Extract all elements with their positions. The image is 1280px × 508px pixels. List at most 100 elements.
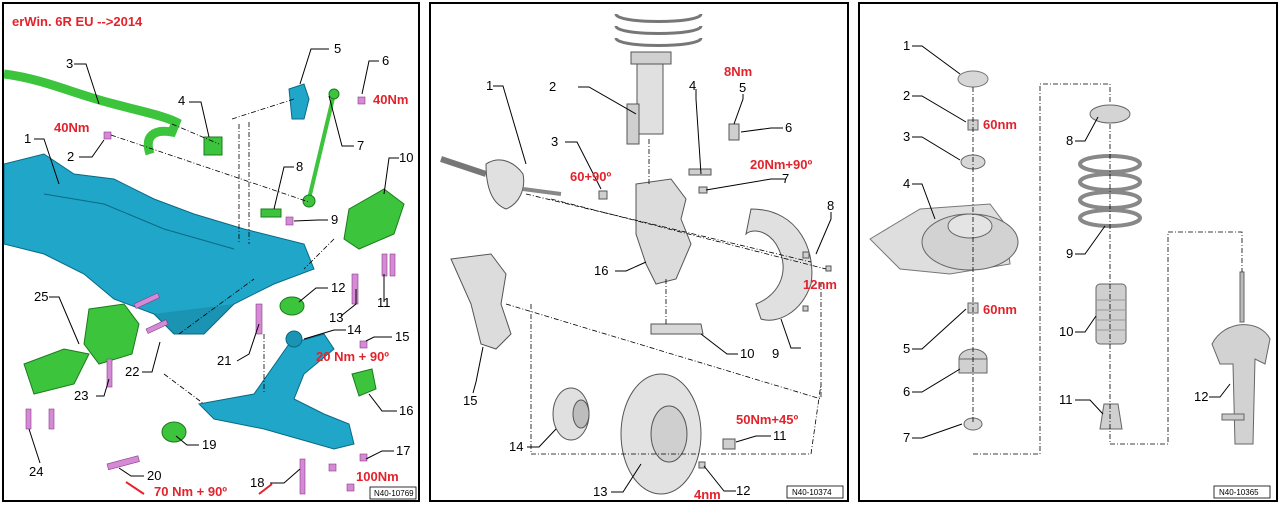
svg-text:17: 17 <box>396 443 410 458</box>
torque-label: 4nm <box>694 487 721 502</box>
svg-text:11: 11 <box>773 428 787 443</box>
bush-12 <box>279 296 305 316</box>
buffer <box>1099 403 1123 430</box>
svg-text:13: 13 <box>593 484 607 499</box>
torque-label: 12nm <box>803 277 837 292</box>
svg-text:23: 23 <box>74 388 88 403</box>
svg-text:9: 9 <box>331 212 338 227</box>
shock-absorber <box>1211 271 1271 445</box>
protective-cap <box>957 70 989 88</box>
panel-wheel-bearing-housing: 1 2 3 4 5 6 7 8 9 10 11 12 13 14 15 16 8… <box>429 2 849 502</box>
pendulum-support <box>83 303 140 365</box>
svg-text:4: 4 <box>178 93 185 108</box>
svg-text:1: 1 <box>903 38 910 53</box>
svg-text:2: 2 <box>549 79 556 94</box>
wheel-bearing-housing-alt <box>450 253 512 350</box>
svg-text:5: 5 <box>334 41 341 56</box>
torque-label: 60+90º <box>570 169 612 184</box>
torque-label: 20Nm+90º <box>750 157 812 172</box>
bracket <box>343 188 405 250</box>
torque-label: 70 Nm + 90º <box>154 484 227 499</box>
svg-text:9: 9 <box>772 346 779 361</box>
svg-text:18: 18 <box>250 475 264 490</box>
reference-number: N40-10769 <box>374 489 414 498</box>
svg-text:11: 11 <box>377 295 391 310</box>
svg-text:4: 4 <box>689 78 696 93</box>
svg-text:2: 2 <box>903 88 910 103</box>
svg-text:14: 14 <box>509 439 523 454</box>
reference-number: N40-10365 <box>1219 488 1259 497</box>
svg-text:8: 8 <box>1066 133 1073 148</box>
svg-text:15: 15 <box>463 393 477 408</box>
panel2-item-numbers: 1 2 3 4 5 6 7 8 9 10 11 12 13 14 15 16 <box>463 78 834 499</box>
svg-text:1: 1 <box>24 131 31 146</box>
small-parts <box>598 123 832 469</box>
drive-shaft <box>440 156 562 210</box>
svg-text:6: 6 <box>382 53 389 68</box>
svg-text:25: 25 <box>34 289 48 304</box>
svg-text:12: 12 <box>331 280 345 295</box>
torque-label: 60nm <box>983 117 1017 132</box>
svg-text:16: 16 <box>594 263 608 278</box>
svg-text:2: 2 <box>67 149 74 164</box>
svg-text:24: 24 <box>29 464 43 479</box>
svg-text:6: 6 <box>785 120 792 135</box>
svg-text:9: 9 <box>1066 246 1073 261</box>
svg-text:7: 7 <box>903 430 910 445</box>
panel1-header: erWin. 6R EU -->2014 <box>12 14 143 29</box>
svg-text:3: 3 <box>551 134 558 149</box>
panel-front-axle-subframe: erWin. 6R EU -->2014 3 4 5 6 1 2 7 8 9 1… <box>2 2 420 502</box>
svg-text:11: 11 <box>1059 392 1073 407</box>
svg-text:10: 10 <box>1059 324 1073 339</box>
svg-text:12: 12 <box>1194 389 1208 404</box>
svg-text:12: 12 <box>736 483 750 498</box>
subframe <box>4 153 315 325</box>
panel3-item-numbers: 1 2 3 4 5 6 7 8 9 10 11 12 <box>903 38 1208 445</box>
knuckle-diagram: 1 2 3 4 5 6 7 8 9 10 11 12 13 14 15 16 8… <box>440 12 844 502</box>
svg-text:6: 6 <box>903 384 910 399</box>
svg-text:3: 3 <box>66 56 73 71</box>
svg-text:16: 16 <box>399 403 413 418</box>
clamp <box>288 83 310 120</box>
svg-text:8: 8 <box>827 198 834 213</box>
svg-text:22: 22 <box>125 364 139 379</box>
strut-diagram: 1 2 3 4 5 6 7 8 9 10 11 12 60nm 60nm N40… <box>869 38 1271 499</box>
reference-number: N40-10374 <box>792 488 832 497</box>
svg-text:13: 13 <box>329 310 343 325</box>
wheel-bearing-housing <box>635 178 692 285</box>
torque-label: 40Nm <box>54 120 89 135</box>
torque-label: 50Nm+45º <box>736 412 798 427</box>
svg-text:20: 20 <box>147 468 161 483</box>
svg-text:15: 15 <box>395 329 409 344</box>
panel-strut-assembly: 1 2 3 4 5 6 7 8 9 10 11 12 60nm 60nm N40… <box>858 2 1278 502</box>
protective-sleeve <box>1095 283 1127 345</box>
svg-text:5: 5 <box>739 80 746 95</box>
svg-text:10: 10 <box>740 346 754 361</box>
torque-label: 20 Nm + 90º <box>316 349 389 364</box>
torque-label: 100Nm <box>356 469 399 484</box>
bolts <box>25 96 396 495</box>
svg-text:1: 1 <box>486 78 493 93</box>
svg-text:7: 7 <box>782 171 789 186</box>
svg-text:19: 19 <box>202 437 216 452</box>
torque-label: 40Nm <box>373 92 408 107</box>
rubber-bush <box>203 136 223 156</box>
subframe-diagram: erWin. 6R EU -->2014 3 4 5 6 1 2 7 8 9 1… <box>4 14 417 500</box>
svg-text:10: 10 <box>399 150 413 165</box>
svg-text:3: 3 <box>903 129 910 144</box>
svg-text:5: 5 <box>903 341 910 356</box>
svg-text:21: 21 <box>217 353 231 368</box>
svg-text:4: 4 <box>903 176 910 191</box>
coupling-rod <box>307 93 336 200</box>
torque-label: 8Nm <box>724 64 752 79</box>
track-rod-end <box>650 323 704 335</box>
torque-label: 60nm <box>983 302 1017 317</box>
svg-text:14: 14 <box>347 322 361 337</box>
ball-joint <box>351 368 377 397</box>
panel1-item-numbers: 3 4 5 6 1 2 7 8 9 10 11 12 13 14 15 16 1… <box>24 41 413 490</box>
splash-plate <box>745 208 813 321</box>
svg-text:8: 8 <box>296 159 303 174</box>
spring-plate <box>1089 104 1131 124</box>
stabilizer-bar <box>4 69 182 156</box>
svg-text:7: 7 <box>357 138 364 153</box>
